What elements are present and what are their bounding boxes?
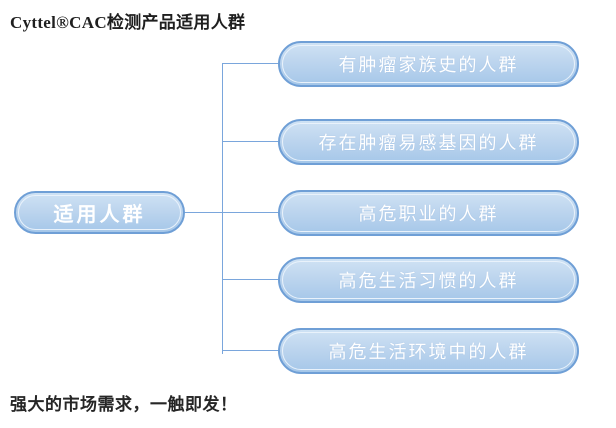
connector-trunk (222, 64, 224, 354)
connector-branch-3 (222, 212, 279, 214)
connector-branch-1 (222, 63, 279, 65)
connector-branch-5 (222, 350, 279, 352)
branch-node-susceptibility-gene: 存在肿瘤易感基因的人群 (278, 119, 579, 165)
branch-node-label: 高危生活环境中的人群 (328, 342, 529, 362)
branch-node-label: 高危职业的人群 (358, 204, 499, 224)
branch-node-label: 高危生活习惯的人群 (338, 271, 519, 291)
branch-node-high-risk-occupation: 高危职业的人群 (278, 190, 579, 236)
connector-branch-4 (222, 279, 279, 281)
connector-root (184, 212, 223, 214)
footer-text: 强大的市场需求，一触即发！ (10, 395, 238, 414)
branch-node-high-risk-environment: 高危生活环境中的人群 (278, 328, 579, 374)
branch-node-family-history: 有肿瘤家族史的人群 (278, 41, 579, 87)
root-node: 适用人群 (14, 191, 185, 234)
root-node-label: 适用人群 (53, 204, 146, 226)
connector-branch-2 (222, 141, 279, 143)
branch-node-label: 存在肿瘤易感基因的人群 (318, 133, 539, 153)
diagram-title: Cyttel®CAC检测产品适用人群 (10, 13, 246, 32)
branch-node-label: 有肿瘤家族史的人群 (338, 55, 519, 75)
branch-node-high-risk-habits: 高危生活习惯的人群 (278, 257, 579, 303)
